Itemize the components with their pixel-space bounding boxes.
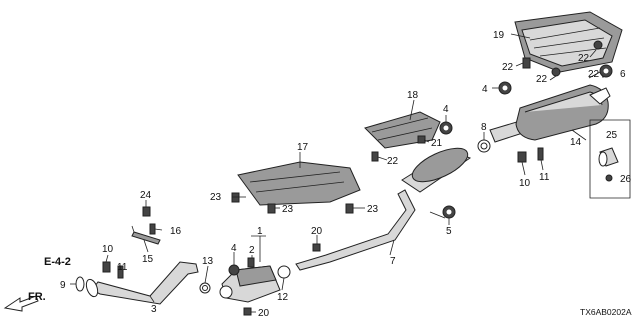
bolt-2 (247, 257, 255, 268)
callout-20-top: 20 (311, 226, 323, 237)
front-direction-arrow: FR. (3, 291, 46, 312)
callout-25: 25 (606, 130, 618, 141)
bolt-23-c (345, 203, 354, 214)
callout-16: 16 (170, 226, 182, 237)
callout-8: 8 (481, 122, 487, 133)
gasket-13 (199, 282, 211, 294)
inset-box (589, 119, 631, 199)
rubber-mount-4-left (228, 264, 240, 276)
rubber-mount-6 (599, 64, 613, 78)
spring-10-left (102, 261, 111, 273)
reference-label: E-4-2 (44, 256, 71, 268)
bolt-11-left (117, 265, 124, 279)
bolt-23-b (267, 203, 276, 214)
callout-13: 13 (202, 256, 214, 267)
callout-9: 9 (60, 280, 66, 291)
exhaust-tip-25 (598, 147, 619, 167)
callout-4-mid: 4 (443, 104, 449, 115)
upper-heat-shield (514, 11, 623, 73)
callout-numbers: 19 22 22 22 22 6 4 14 25 26 10 11 8 4 21… (60, 30, 632, 319)
callout-17: 17 (297, 142, 309, 153)
callout-19: 19 (493, 30, 505, 41)
callout-15: 15 (142, 254, 154, 265)
middle-heat-shield (364, 111, 441, 149)
callout-11-right: 11 (539, 172, 550, 183)
oxygen-sensor-15 (131, 225, 161, 245)
gasket-9 (75, 276, 85, 292)
callout-23-b: 23 (282, 204, 294, 215)
callout-7: 7 (390, 256, 396, 267)
bolt-22-d (371, 151, 379, 162)
callout-21: 21 (431, 138, 443, 149)
bolt-24 (142, 206, 151, 217)
callout-2: 2 (249, 245, 255, 256)
callout-3: 3 (151, 304, 157, 315)
callout-12: 12 (277, 292, 289, 303)
callout-10-right: 10 (519, 178, 531, 189)
callout-leaders (70, 33, 604, 313)
bolt-22-c (593, 40, 603, 50)
rubber-mount-4-right (498, 81, 512, 95)
callout-4-right: 4 (482, 84, 488, 95)
center-pipe (295, 147, 472, 271)
callout-1: 1 (257, 226, 263, 237)
front-label: FR. (28, 291, 46, 303)
callout-14: 14 (570, 137, 582, 148)
callout-22-e: 22 (387, 156, 399, 167)
bolt-11-right (537, 147, 544, 161)
gasket-12 (277, 265, 291, 279)
front-pipe (85, 261, 199, 305)
bolt-23-a (231, 192, 240, 203)
rubber-mount-5 (442, 205, 456, 219)
callout-5: 5 (446, 226, 452, 237)
spring-10-right (517, 151, 527, 163)
nut-21 (417, 135, 426, 144)
screw-26 (605, 174, 613, 182)
callout-26: 26 (620, 174, 632, 185)
catalytic-converter (219, 265, 281, 303)
callout-18: 18 (407, 90, 419, 101)
callout-22-b: 22 (536, 74, 548, 85)
connector-16 (149, 223, 156, 235)
rubber-mount-4-mid (439, 121, 453, 135)
callout-22-d: 22 (588, 69, 600, 80)
callout-20-bottom: 20 (258, 308, 270, 319)
callout-10-left: 10 (102, 244, 114, 255)
diagram-code: TX6AB0202A (580, 307, 632, 317)
callout-11-left: 11 (117, 262, 128, 273)
callout-23-a: 23 (210, 192, 222, 203)
callout-22-c: 22 (578, 53, 590, 64)
gasket-8 (477, 139, 491, 153)
callout-24: 24 (140, 190, 152, 201)
callout-4-left: 4 (231, 243, 237, 254)
nut-20-top (312, 243, 321, 252)
callout-22-a: 22 (502, 62, 514, 73)
callout-6: 6 (620, 69, 626, 80)
callout-23-c: 23 (367, 204, 379, 215)
muffler (489, 84, 611, 143)
lower-heat-shield (237, 161, 361, 206)
bolt-22-a (522, 57, 531, 69)
nut-20-bottom (243, 307, 252, 316)
bolt-22-b (551, 67, 561, 77)
